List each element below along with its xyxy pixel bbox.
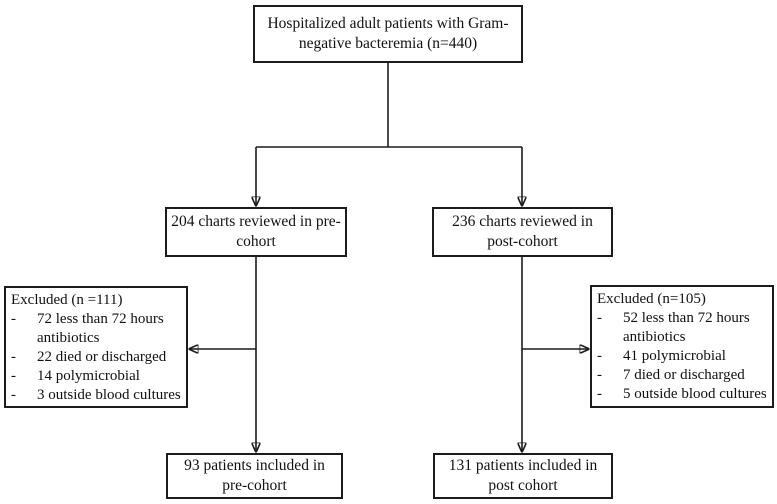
box-enrollment: Hospitalized adult patients with Gram-ne… (253, 5, 523, 63)
post-excluded-title: Excluded (n=105) (597, 291, 706, 307)
pre-excluded-item-text: 3 outside blood cultures (37, 387, 181, 403)
post-excluded-item-text: 5 outside blood cultures (623, 386, 767, 402)
pre-excluded-title: Excluded (n =111) (11, 292, 123, 308)
pre-excluded-item-text: 22 died or discharged (37, 349, 167, 365)
pre-excluded-item: - 14 polymicrobial (11, 367, 186, 386)
bullet-dash: - (597, 386, 602, 402)
box-post-reviewed: 236 charts reviewed in post-cohort (432, 207, 613, 257)
pre-excluded-item: - 72 less than 72 hours antibiotics (11, 310, 186, 348)
post-excluded-item: - 7 died or discharged (597, 366, 772, 385)
box-post-included: 131 patients included in post cohort (433, 453, 613, 499)
bullet-dash: - (11, 349, 16, 365)
post-excluded-item: - 5 outside blood cultures (597, 385, 772, 404)
box-post-excluded: Excluded (n=105) - 52 less than 72 hours… (590, 285, 774, 408)
post-excluded-item-text: 7 died or discharged (623, 367, 745, 383)
post-excluded-item: - 41 polymicrobial (597, 347, 772, 366)
pre-excluded-item: - 22 died or discharged (11, 348, 186, 367)
bullet-dash: - (597, 367, 602, 383)
box-post-included-text: 131 patients included in post cohort (448, 457, 598, 494)
box-enrollment-text: Hospitalized adult patients with Gram-ne… (267, 15, 509, 52)
bullet-dash: - (11, 368, 16, 384)
bullet-dash: - (11, 311, 16, 327)
box-post-reviewed-text: 236 charts reviewed in post-cohort (452, 213, 593, 250)
box-pre-reviewed: 204 charts reviewed in pre-cohort (165, 207, 347, 257)
box-pre-included-text: 93 patients included in pre-cohort (184, 457, 325, 494)
pre-excluded-item: - 3 outside blood cultures (11, 386, 186, 405)
box-pre-included: 93 patients included in pre-cohort (166, 453, 343, 499)
bullet-dash: - (11, 387, 16, 403)
pre-excluded-item-text: 14 polymicrobial (37, 368, 140, 384)
post-excluded-item-text: 41 polymicrobial (623, 348, 726, 364)
post-excluded-item: - 52 less than 72 hours antibiotics (597, 309, 772, 347)
box-pre-excluded: Excluded (n =111) - 72 less than 72 hour… (4, 286, 188, 408)
box-pre-reviewed-text: 204 charts reviewed in pre-cohort (171, 213, 341, 250)
post-excluded-item-text: 52 less than 72 hours antibiotics (623, 310, 750, 345)
bullet-dash: - (597, 348, 602, 364)
bullet-dash: - (597, 310, 602, 326)
pre-excluded-item-text: 72 less than 72 hours antibiotics (37, 311, 164, 346)
